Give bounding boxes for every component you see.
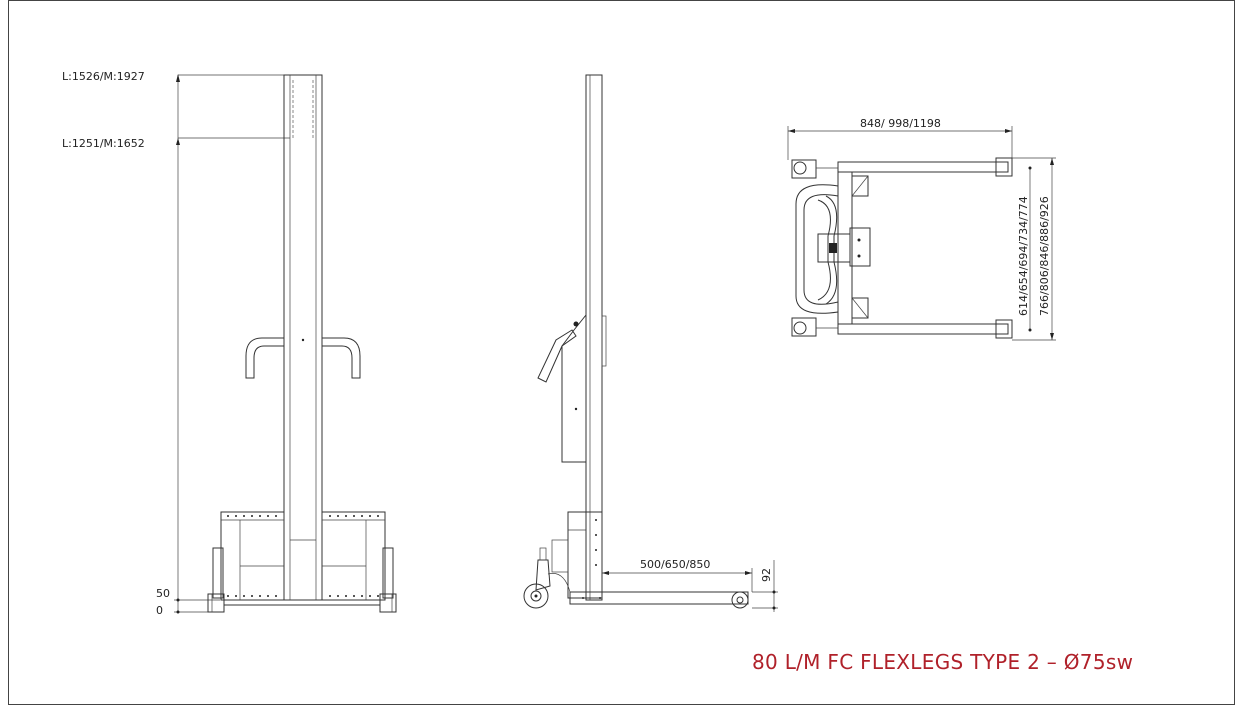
dim-base-length: 500/650/850 bbox=[640, 558, 710, 571]
side-view bbox=[523, 74, 778, 612]
dim-inner-width: 614/654/694/734/774 bbox=[1017, 196, 1030, 316]
drawing-title: 80 L/M FC FLEXLEGS TYPE 2 – Ø75sw bbox=[752, 650, 1134, 674]
dim-mid-height: L:1251/M:1652 bbox=[62, 137, 145, 150]
dim-50: 50 bbox=[156, 587, 170, 600]
drawing-frame bbox=[8, 0, 1235, 705]
dim-top-height: L:1526/M:1927 bbox=[62, 70, 145, 83]
dim-overall-width: 848/ 998/1198 bbox=[860, 117, 941, 130]
front-view bbox=[174, 74, 397, 614]
top-view bbox=[787, 126, 1056, 341]
dim-outer-width: 766/806/846/886/926 bbox=[1038, 196, 1051, 316]
dim-0: 0 bbox=[156, 604, 163, 617]
dim-base-height: 92 bbox=[760, 568, 773, 582]
